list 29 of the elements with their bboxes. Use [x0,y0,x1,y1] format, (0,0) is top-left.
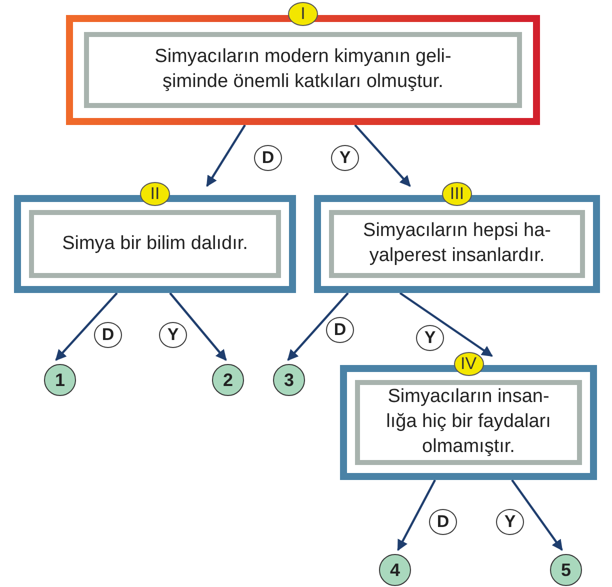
edge-label: D [254,145,282,171]
arrow [169,292,227,361]
step-number: IV [454,352,484,376]
statement-text: Simya bir bilim dalıdır. [62,232,248,256]
arrow [399,292,493,357]
arrow [206,124,246,187]
arrow [511,479,563,551]
statement-text: Simyacıların modern kimyanın geli- şiminde önemli katkıları olmuştur. [154,45,452,94]
statement-text: Simyacıların insan- lığa hiç bir faydaları olmamıştır. [385,385,552,459]
answer-circle: 1 [44,364,76,396]
step-number: II [140,182,170,206]
arrow [55,292,118,361]
step-number: III [442,182,472,206]
statement-text: Simyacıların hepsi ha- yalperest insanlardır. [362,219,552,268]
answer-circle: 5 [550,554,582,586]
edge-label: Y [159,322,187,348]
arrow [287,292,349,361]
answer-circle: 3 [273,364,305,396]
edge-label: D [94,322,122,348]
answer-circle: 4 [379,554,411,586]
answer-circle: 2 [212,364,244,396]
edge-label: Y [416,325,444,351]
edge-label: Y [496,509,524,535]
edge-label: Y [331,145,359,171]
arrow [397,479,436,551]
edge-label: D [326,317,354,343]
step-number: I [288,2,318,26]
arrow [354,124,411,187]
edge-label: D [429,509,457,535]
